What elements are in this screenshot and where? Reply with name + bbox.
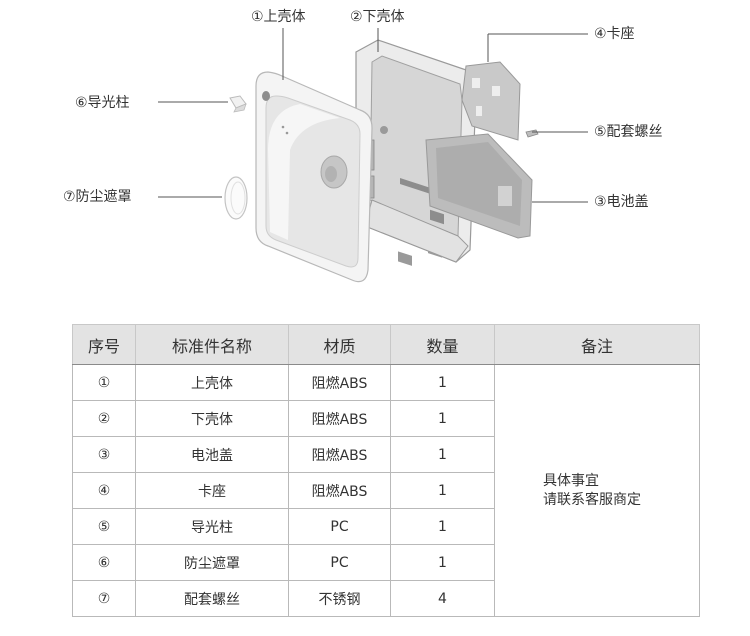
callout-battery-cover: ③电池盖 (594, 194, 649, 210)
dust-cover-drawing (224, 176, 248, 220)
header-no: 序号 (72, 324, 136, 365)
cell-no: ⑥ (72, 544, 136, 581)
cell-no: ① (72, 364, 136, 401)
callout-lower-shell: ②下壳体 (350, 9, 405, 25)
upper-shell-drawing (255, 71, 373, 283)
note-line-1: 具体事宜 (543, 472, 599, 489)
callout-screws: ⑤配套螺丝 (594, 124, 663, 140)
cell-name: 配套螺丝 (135, 580, 289, 617)
callout-upper-shell: ①上壳体 (251, 9, 306, 25)
table-header-row: 序号 标准件名称 材质 数量 备注 (72, 324, 700, 365)
cell-material: 阻燃ABS (288, 436, 391, 473)
cell-no: ⑦ (72, 580, 136, 617)
header-material: 材质 (288, 324, 391, 365)
cell-material: 阻燃ABS (288, 364, 391, 401)
note-line-2: 请联系客服商定 (543, 491, 641, 508)
cell-qty: 1 (390, 508, 495, 545)
table-row: ⑦ 配套螺丝 不锈钢 4 (72, 580, 700, 617)
callout-card-holder: ④卡座 (594, 26, 635, 42)
cell-material: 阻燃ABS (288, 472, 391, 509)
screw-drawing (525, 129, 539, 138)
callout-dust-cover: ⑦防尘遮罩 (63, 189, 132, 205)
cell-qty: 1 (390, 472, 495, 509)
card-holder-drawing (461, 61, 521, 141)
callout-light-guide: ⑥导光柱 (75, 95, 130, 111)
cell-name: 电池盖 (135, 436, 289, 473)
cell-name: 上壳体 (135, 364, 289, 401)
cell-qty: 4 (390, 580, 495, 617)
cell-material: PC (288, 544, 391, 581)
cell-qty: 1 (390, 436, 495, 473)
header-name: 标准件名称 (135, 324, 289, 365)
cell-name: 防尘遮罩 (135, 544, 289, 581)
cell-no: ② (72, 400, 136, 437)
cell-qty: 1 (390, 544, 495, 581)
cell-material: 阻燃ABS (288, 400, 391, 437)
cell-qty: 1 (390, 364, 495, 401)
cell-no: ④ (72, 472, 136, 509)
table-row: ① 上壳体 阻燃ABS 1 具体事宜 请联系客服商定 (72, 364, 700, 617)
cell-name: 下壳体 (135, 400, 289, 437)
battery-cover-drawing (425, 133, 533, 239)
cell-name: 卡座 (135, 472, 289, 509)
cell-material: PC (288, 508, 391, 545)
cell-no: ⑤ (72, 508, 136, 545)
cell-material: 不锈钢 (288, 580, 391, 617)
header-note: 备注 (494, 324, 700, 365)
parts-table: 序号 标准件名称 材质 数量 备注 ① 上壳体 阻燃ABS 1 具体事宜 请联系… (72, 324, 700, 617)
table-row: ② 下壳体 阻燃ABS 1 (72, 400, 700, 437)
cell-note: 具体事宜 请联系客服商定 (494, 364, 700, 617)
cell-name: 导光柱 (135, 508, 289, 545)
light-guide-drawing (229, 95, 247, 113)
exploded-assembly-diagram (158, 28, 588, 283)
cell-no: ③ (72, 436, 136, 473)
header-qty: 数量 (390, 324, 495, 365)
cell-qty: 1 (390, 400, 495, 437)
